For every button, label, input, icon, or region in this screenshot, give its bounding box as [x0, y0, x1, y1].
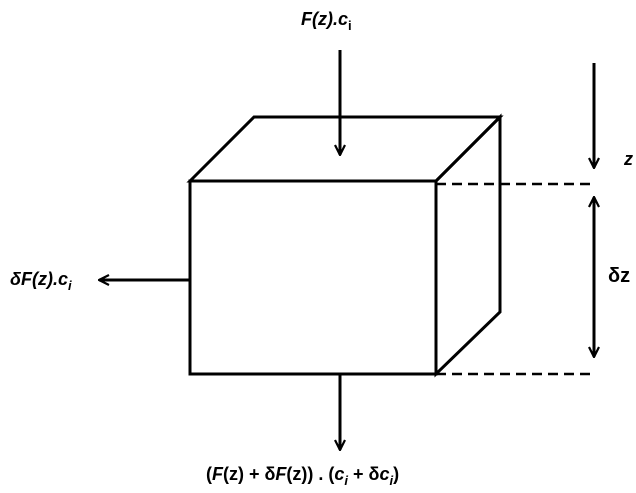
top-flux-subscript: i: [348, 18, 352, 33]
bottom-part-7: i: [344, 473, 349, 488]
dz-label: δz: [608, 265, 631, 287]
bottom-part-5: (z)) . (: [286, 464, 335, 484]
bottom-part-6: c: [334, 464, 345, 484]
bottom-part-1: (: [206, 464, 212, 484]
top-flux-main: F(z).c: [301, 9, 348, 29]
bottom-part-4: F: [275, 464, 287, 484]
bottom-flux-label: (F(z) + δF(z)) . (ci + δci): [206, 464, 400, 487]
bottom-part-8: + δ: [348, 464, 380, 484]
cube-side-face: [434, 113, 502, 378]
bottom-part-3: (z) + δ: [223, 464, 276, 484]
bottom-part-2: F: [212, 464, 223, 484]
cube-top-face: [186, 115, 504, 183]
lateral-flux-label: δF(z).ci: [10, 269, 72, 292]
cube-front-face: [188, 179, 438, 376]
bottom-part-11: ): [393, 464, 400, 484]
bottom-part-9: c: [379, 464, 390, 484]
top-flux-label: F(z).ci: [301, 9, 352, 32]
lateral-flux-subscript: i: [67, 278, 72, 293]
bottom-part-10: i: [389, 473, 394, 488]
lateral-flux-main: δF(z).c: [10, 269, 68, 289]
z-axis-label: z: [624, 149, 633, 169]
